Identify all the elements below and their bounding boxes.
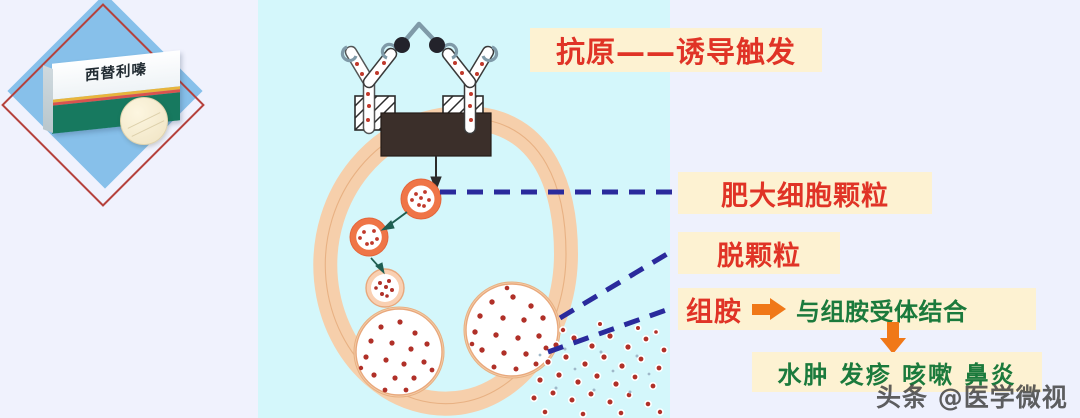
antigen-particle-right: [429, 37, 445, 53]
arrow-down-icon: [880, 322, 906, 354]
label-degranulation: 脱颗粒: [678, 232, 840, 274]
label-histamine: 组胺: [686, 296, 742, 328]
released-histamine-particles: [529, 320, 668, 418]
watermark: 头条 @医学微视: [876, 383, 1068, 412]
leader-line-degranulation: [558, 248, 674, 321]
granule-migration-arrows: [370, 211, 408, 275]
leader-line-histamine: [547, 305, 673, 355]
label-receptor-binding: 与组胺受体结合: [796, 297, 968, 326]
leader-lines: [440, 189, 674, 355]
histamine-row: 组胺 与组胺受体结合: [678, 288, 1036, 330]
granule-2: [349, 217, 389, 257]
arrow-shaft: [752, 304, 772, 315]
arrow-shaft: [887, 322, 899, 340]
arrow-head: [770, 298, 786, 320]
ige-antibody-left: [340, 42, 398, 135]
mast-cell-membrane: [313, 105, 579, 416]
arrow-head: [880, 338, 906, 354]
antigen-crosslink: [394, 21, 445, 53]
label-symptoms: 水肿 发疹 咳嗽 鼻炎: [752, 352, 1042, 392]
antigen-particle-left: [394, 37, 410, 53]
label-mast-cell-granule: 肥大细胞颗粒: [678, 172, 932, 214]
page-title: 抗原——诱导触发: [530, 28, 822, 72]
granule-1: [400, 178, 442, 220]
round-tablet: [120, 97, 168, 145]
left-decoration-panel: 西替利嗪: [0, 0, 258, 418]
granule-3: [365, 268, 405, 308]
fusing-vesicle-right: [465, 283, 559, 377]
arrow-right-icon: [752, 298, 786, 320]
ige-antibody-right: [441, 42, 499, 135]
fusing-vesicle-left: [355, 308, 443, 396]
